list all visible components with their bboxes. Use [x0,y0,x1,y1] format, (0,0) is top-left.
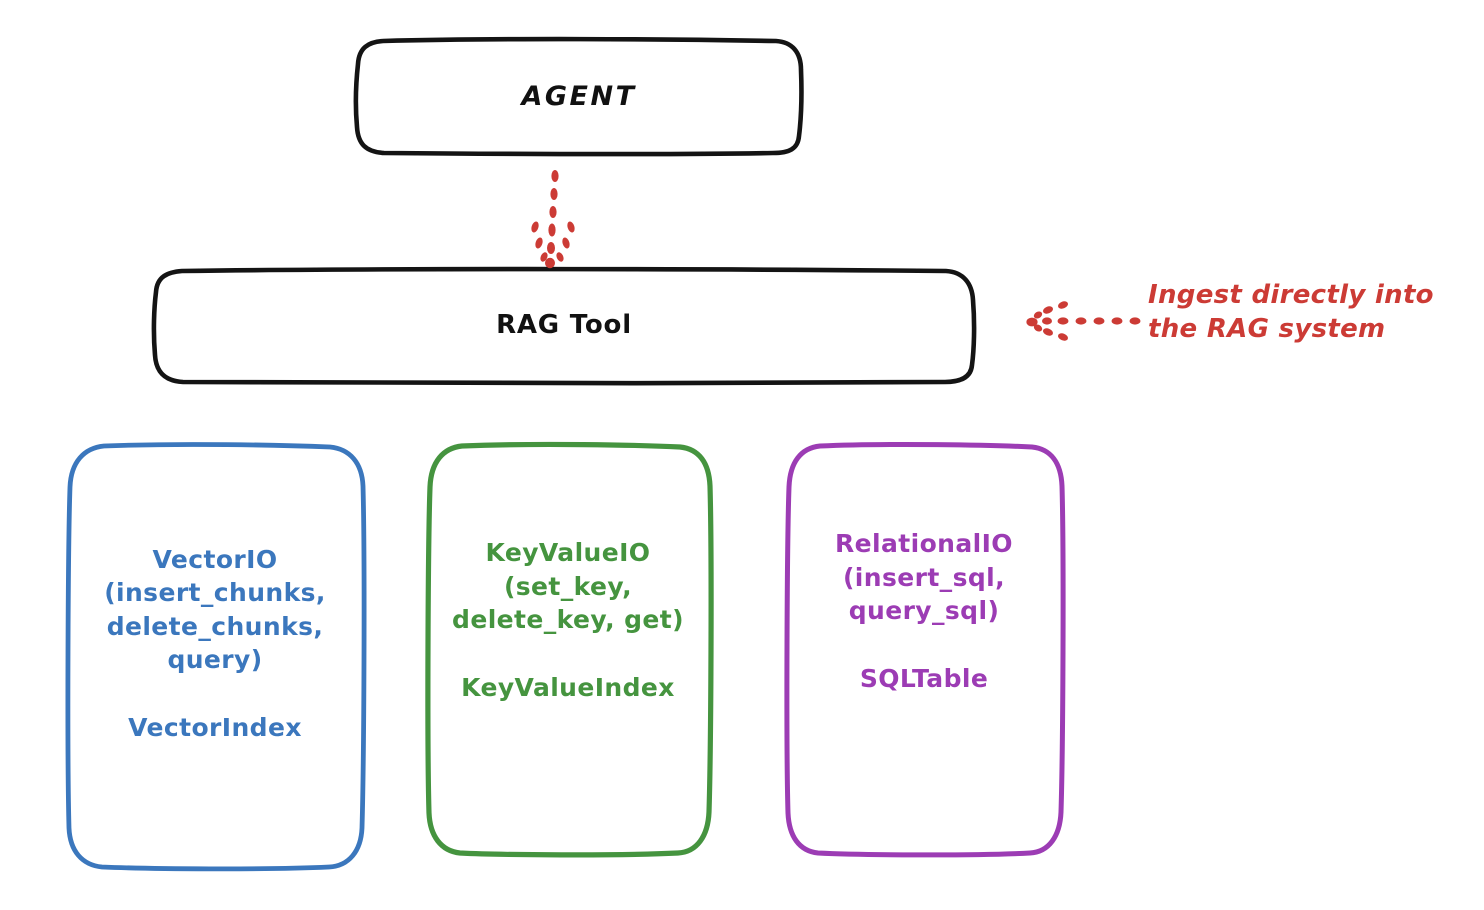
key-value-io-node[interactable]: KeyValueIO (set_key, delete_key, get) Ke… [426,445,710,855]
relational-io-box-outline [784,441,1066,858]
agent-to-rag-tool-connector [531,170,575,269]
key-value-index-label: KeyValueIndex [461,672,675,702]
vector-io-box-outline [65,442,367,872]
relational-io-node-label: RelationalIO (insert_sql, query_sql) [835,529,1013,625]
rag-tool-node-label: RAG Tool [496,310,632,341]
agent-box-outline [353,36,804,157]
rag-tool-node[interactable]: RAG Tool [153,270,975,382]
ingest-note-to-rag-tool-connector [1026,301,1141,341]
vector-index-label: VectorIndex [128,712,302,742]
key-value-io-node-label: KeyValueIO (set_key, delete_key, get) [452,538,684,634]
vector-io-node[interactable]: VectorIO (insert_chunks, delete_chunks, … [66,445,364,870]
ingest-annotation: Ingest directly into the RAG system [1148,278,1478,347]
rag-tool-box-outline [151,266,977,386]
vector-io-node-label: VectorIO (insert_chunks, delete_chunks, … [104,544,326,675]
agent-node[interactable]: AGENT [356,40,802,154]
key-value-io-box-outline [425,441,714,858]
relational-io-node[interactable]: RelationalIO (insert_sql, query_sql) SQL… [786,445,1062,855]
agent-node-label: AGENT [521,81,637,113]
ingest-annotation-label: Ingest directly into the RAG system [1148,280,1434,345]
sql-table-label: SQLTable [859,663,989,693]
